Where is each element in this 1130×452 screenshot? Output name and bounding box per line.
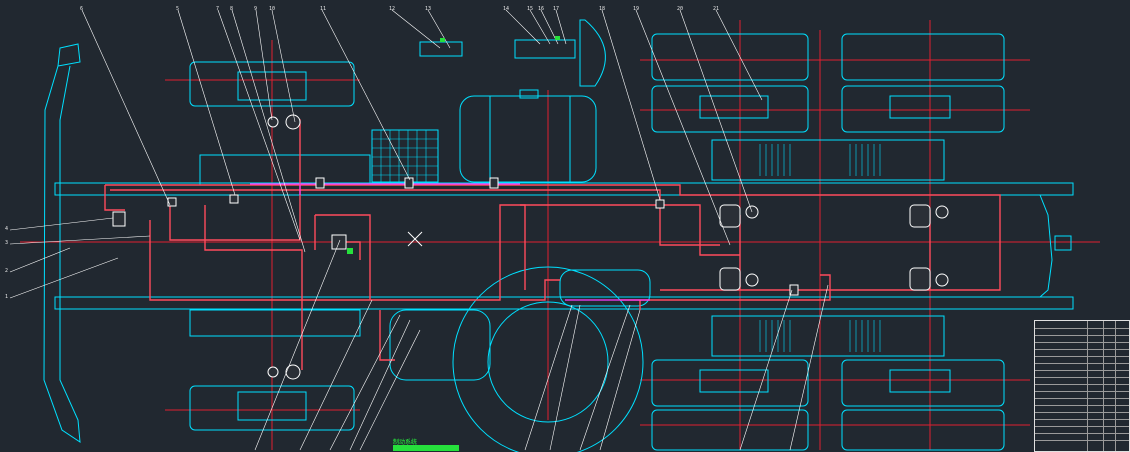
title-block-divider xyxy=(1087,321,1088,451)
radiator-grid xyxy=(372,130,438,182)
callout-label: 21 xyxy=(713,6,720,12)
title-block-row xyxy=(1035,426,1129,427)
callout-label: 13 xyxy=(425,6,432,12)
drawing-title: 制动系统 xyxy=(393,439,418,446)
callout-leader-lines xyxy=(9,9,829,451)
title-block-divider xyxy=(1115,321,1116,451)
title-block-row xyxy=(1035,377,1129,378)
title-block-row xyxy=(1035,440,1129,441)
callout-label: 17 xyxy=(553,6,560,12)
callout-label: 7 xyxy=(216,6,220,12)
callout-label: 12 xyxy=(389,6,396,12)
title-block-row xyxy=(1035,363,1129,364)
axle-bellows xyxy=(759,144,881,352)
valves-and-chambers xyxy=(112,114,949,380)
brake-pipes xyxy=(104,119,1001,370)
title-block-row xyxy=(1035,384,1129,385)
callout-label: 6 xyxy=(80,6,84,12)
callout-label: 18 xyxy=(599,6,606,12)
title-block-row xyxy=(1035,370,1129,371)
callout-label: 1 xyxy=(5,294,9,300)
title-block-row xyxy=(1035,342,1129,343)
center-cross-mark xyxy=(407,231,423,247)
title-block-row xyxy=(1035,335,1129,336)
callout-label: 16 xyxy=(538,6,545,12)
callout-label: 15 xyxy=(527,6,534,12)
callout-label: 11 xyxy=(320,6,327,12)
title-block-row xyxy=(1035,391,1129,392)
callout-label: 19 xyxy=(633,6,640,12)
title-block-row xyxy=(1035,405,1129,406)
drawing-title-underline xyxy=(393,445,459,451)
centerlines xyxy=(20,20,1100,450)
callout-label: 9 xyxy=(254,6,258,12)
title-block-row xyxy=(1035,328,1129,329)
callout-label: 8 xyxy=(230,6,234,12)
callout-label: 3 xyxy=(5,240,9,246)
title-block xyxy=(1034,320,1130,452)
title-block-row xyxy=(1035,398,1129,399)
callout-label: 14 xyxy=(503,6,510,12)
chassis-frame xyxy=(43,19,1074,452)
callout-label: 20 xyxy=(677,6,684,12)
title-block-row xyxy=(1035,412,1129,413)
callout-label: 5 xyxy=(176,6,180,12)
brake-pipes-highlight xyxy=(250,183,650,301)
green-markers xyxy=(347,36,560,254)
title-block-row xyxy=(1035,356,1129,357)
callout-label: 4 xyxy=(5,226,9,232)
title-block-row xyxy=(1035,349,1129,350)
title-block-row xyxy=(1035,419,1129,420)
title-block-row xyxy=(1035,433,1129,434)
callout-label: 2 xyxy=(5,268,9,274)
callout-label: 10 xyxy=(269,6,276,12)
title-block-divider xyxy=(1103,321,1104,451)
